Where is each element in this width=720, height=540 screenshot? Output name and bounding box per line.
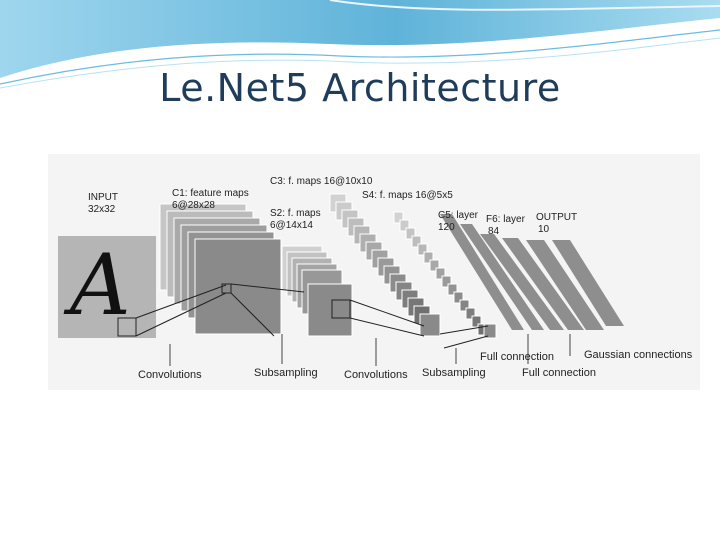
label-full2: Full connection xyxy=(522,367,596,379)
c3-feature-maps xyxy=(329,193,441,337)
label-sub2: Subsampling xyxy=(422,367,486,379)
label-f6-name: F6: layer xyxy=(486,214,526,225)
input-character: A xyxy=(63,236,131,334)
label-s2-size: 6@14x14 xyxy=(270,220,313,231)
lenet5-diagram: A xyxy=(48,154,700,390)
diagram-panel xyxy=(48,154,700,390)
label-output-size: 10 xyxy=(538,224,550,235)
receptive-field-lines xyxy=(135,283,489,349)
label-sub1: Subsampling xyxy=(254,367,318,379)
s4-feature-maps xyxy=(393,211,497,339)
label-input-size: 32x32 xyxy=(88,204,116,215)
label-c3: C3: f. maps 16@10x10 xyxy=(270,176,373,187)
input-map xyxy=(58,236,156,338)
label-output-name: OUTPUT xyxy=(536,212,577,223)
label-conv1: Convolutions xyxy=(138,369,202,381)
label-input-name: INPUT xyxy=(88,192,118,203)
label-c5-name: C5: layer xyxy=(438,210,479,221)
s2-receptive-field xyxy=(331,299,351,319)
label-s2-name: S2: f. maps xyxy=(270,208,321,219)
label-full1: Full connection xyxy=(480,351,554,363)
label-c1-size: 6@28x28 xyxy=(172,200,215,211)
label-s4: S4: f. maps 16@5x5 xyxy=(362,190,453,201)
decorative-banner xyxy=(0,0,720,89)
label-c5-size: 120 xyxy=(438,222,455,233)
c1-receptive-field xyxy=(221,283,232,294)
slide-title: Le.Net5 Architecture xyxy=(159,66,561,110)
full-connection-stripes xyxy=(440,214,624,330)
operation-ticks xyxy=(169,334,571,366)
input-receptive-field xyxy=(117,317,137,337)
label-conv2: Convolutions xyxy=(344,369,408,381)
label-gaussian: Gaussian connections xyxy=(584,349,693,361)
label-c1-name: C1: feature maps xyxy=(172,188,249,199)
label-f6-size: 84 xyxy=(488,226,500,237)
